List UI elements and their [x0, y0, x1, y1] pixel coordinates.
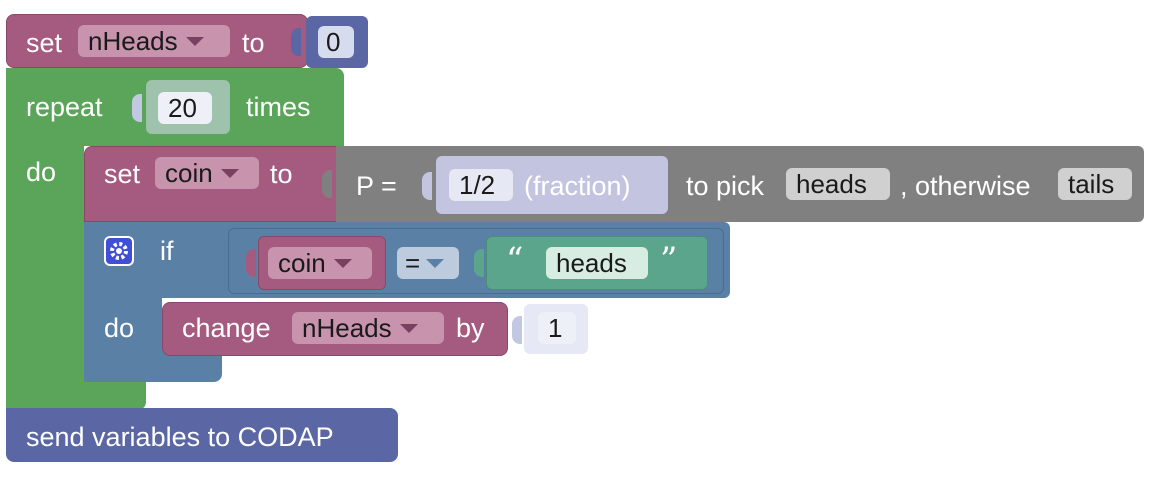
- variable-name: nHeads: [302, 313, 392, 343]
- gear-icon: [110, 242, 128, 260]
- dropdown-arrow-icon: [185, 36, 204, 46]
- variable-dropdown-coin-get[interactable]: coin: [268, 247, 372, 279]
- operator-value: =: [405, 248, 421, 278]
- send-to-codap-block[interactable]: [6, 408, 398, 462]
- variable-name: nHeads: [88, 26, 178, 56]
- variable-name: coin: [278, 248, 326, 278]
- repeat-count-field[interactable]: 20: [158, 92, 212, 124]
- repeat-block-body-spine: [6, 140, 84, 410]
- close-quote-icon: ”: [660, 240, 678, 280]
- option-b-field[interactable]: tails: [1058, 168, 1132, 200]
- variable-name: coin: [165, 158, 213, 188]
- operator-dropdown[interactable]: =: [397, 247, 459, 279]
- mutator-gear-icon[interactable]: [104, 236, 134, 266]
- send-label: send variables to CODAP: [26, 422, 334, 452]
- set-label: set: [104, 159, 141, 189]
- input-connector: [132, 94, 142, 122]
- to-pick-label: to pick: [686, 171, 765, 201]
- dropdown-arrow-icon: [426, 258, 445, 268]
- fraction-value-field[interactable]: 1/2: [449, 169, 513, 201]
- times-label: times: [246, 92, 311, 122]
- variable-dropdown-coin[interactable]: coin: [155, 157, 259, 189]
- variable-dropdown-nheads[interactable]: nHeads: [78, 25, 230, 57]
- text-value-field[interactable]: heads: [546, 247, 648, 279]
- to-label: to: [242, 28, 265, 58]
- dropdown-arrow-icon: [399, 323, 418, 333]
- do-label: do: [104, 313, 135, 343]
- if-label: if: [160, 236, 174, 266]
- dropdown-arrow-icon: [333, 258, 352, 268]
- option-a-field[interactable]: heads: [786, 168, 890, 200]
- set-label: set: [26, 28, 63, 58]
- otherwise-label: , otherwise: [900, 171, 1031, 201]
- dropdown-arrow-icon: [220, 168, 239, 178]
- by-label: by: [456, 313, 485, 343]
- p-label: P =: [356, 171, 397, 201]
- to-label: to: [270, 159, 293, 189]
- input-connector: [322, 170, 332, 198]
- input-connector: [246, 249, 256, 277]
- input-connector: [291, 28, 301, 56]
- input-connector: [512, 316, 522, 344]
- fraction-label: (fraction): [524, 171, 631, 201]
- change-label: change: [182, 313, 271, 343]
- number-field[interactable]: 0: [318, 26, 354, 58]
- do-label: do: [26, 157, 57, 187]
- variable-dropdown-nheads[interactable]: nHeads: [292, 312, 444, 344]
- input-connector: [214, 245, 224, 273]
- repeat-label: repeat: [26, 92, 103, 122]
- change-amount-field[interactable]: 1: [538, 312, 576, 344]
- input-connector: [422, 172, 432, 200]
- input-connector: [474, 249, 484, 277]
- open-quote-icon: “: [506, 240, 524, 280]
